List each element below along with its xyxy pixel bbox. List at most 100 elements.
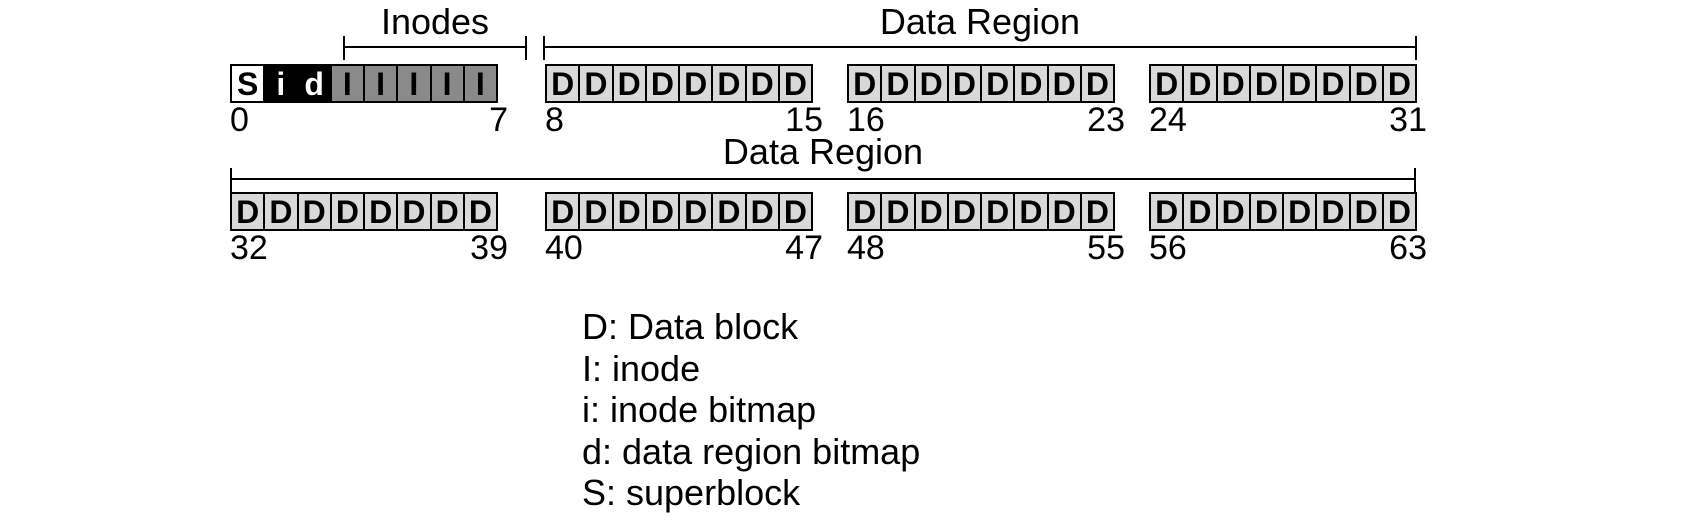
block-number-range: 56 63	[1149, 230, 1427, 266]
data-block-cell: D	[880, 192, 916, 231]
block-number-start: 24	[1149, 101, 1187, 139]
data-block-cell: D	[847, 64, 883, 103]
data-block-cell: D	[429, 192, 465, 231]
data-bitmap-cell: d	[296, 64, 332, 103]
inode-cell: I	[396, 64, 432, 103]
inodes-bracket	[343, 36, 527, 60]
data-block-cell: D	[1282, 64, 1318, 103]
data-block-cell: D	[1315, 192, 1351, 231]
data-block-cell: D	[744, 64, 780, 103]
data-block-cell: D	[980, 192, 1016, 231]
block-number-end: 23	[1087, 101, 1125, 139]
legend-item: D: Data block	[582, 306, 799, 347]
data-block-cell: D	[678, 192, 714, 231]
legend-item: I: inode	[582, 347, 701, 389]
bracket-tick-right	[1414, 168, 1416, 192]
block-number-range: 24 31	[1149, 102, 1427, 138]
block-number-range: 48 55	[847, 230, 1125, 266]
block-number-start: 0	[230, 101, 249, 139]
data-block-cell: D	[462, 192, 498, 231]
data-block-cell: D	[1215, 64, 1251, 103]
data-region-label-row1: Data Region	[879, 1, 1081, 42]
block-number-start: 48	[847, 229, 885, 267]
data-region-bracket-row2	[230, 168, 1416, 192]
block-number-end: 55	[1087, 229, 1125, 267]
block-number-end: 31	[1389, 101, 1427, 139]
data-block-cell: D	[678, 64, 714, 103]
data-block-cell: D	[1215, 192, 1251, 231]
data-region-bracket-row1	[543, 36, 1417, 60]
data-block-cell: D	[1248, 192, 1284, 231]
superblock-cell: S	[230, 64, 266, 103]
block-number-start: 16	[847, 101, 885, 139]
data-block-cell: D	[1182, 192, 1218, 231]
data-block-cell: D	[1381, 64, 1417, 103]
bracket-line	[230, 178, 1416, 180]
data-block-cell: D	[777, 192, 813, 231]
bracket-tick-left	[230, 168, 232, 192]
data-block-cell: D	[230, 192, 266, 231]
data-block-cell: D	[1013, 192, 1049, 231]
data-block-cell: D	[1079, 64, 1115, 103]
data-block-cell: D	[744, 192, 780, 231]
inode-cell: I	[462, 64, 498, 103]
data-block-cell: D	[263, 192, 299, 231]
data-block-cell: D	[1046, 64, 1082, 103]
block-number-range: 8 15	[545, 102, 823, 138]
data-block-cell: D	[913, 64, 949, 103]
data-block-cell: D	[777, 64, 813, 103]
block-number-end: 7	[489, 101, 508, 139]
block-number-end: 63	[1389, 229, 1427, 267]
data-block-cell: D	[545, 64, 581, 103]
bracket-tick-left	[343, 36, 345, 60]
inode-bitmap-cell: i	[263, 64, 299, 103]
data-block-cell: D	[880, 64, 916, 103]
block-number-start: 56	[1149, 229, 1187, 267]
block-number-start: 32	[230, 229, 268, 267]
legend-item: S: superblock	[582, 472, 801, 513]
data-block-cell: D	[913, 192, 949, 231]
data-block-cell: D	[1381, 192, 1417, 231]
data-block-cell: D	[1149, 64, 1185, 103]
data-block-cell: D	[329, 192, 365, 231]
data-block-cell: D	[611, 64, 647, 103]
legend-item: d: data region bitmap	[582, 430, 921, 472]
bracket-line	[343, 46, 527, 48]
data-block-cell: D	[1348, 192, 1384, 231]
block-number-end: 39	[470, 229, 508, 267]
data-block-cell: D	[644, 64, 680, 103]
data-block-cell: D	[1046, 192, 1082, 231]
data-block-cell: D	[644, 192, 680, 231]
data-block-cell: D	[578, 192, 614, 231]
inodes-label: Inodes	[380, 1, 490, 42]
inode-cell: I	[429, 64, 465, 103]
data-block-cell: D	[1182, 64, 1218, 103]
block-number-start: 8	[545, 101, 564, 139]
data-block-cell: D	[296, 192, 332, 231]
block-number-end: 15	[785, 101, 823, 139]
data-block-cell: D	[1315, 64, 1351, 103]
legend-item: i: inode bitmap	[582, 389, 817, 430]
data-block-cell: D	[847, 192, 883, 231]
data-block-cell: D	[711, 64, 747, 103]
data-block-cell: D	[611, 192, 647, 231]
block-number-range: 32 39	[230, 230, 508, 266]
data-block-cell: D	[980, 64, 1016, 103]
data-block-cell: D	[711, 192, 747, 231]
data-block-cell: D	[396, 192, 432, 231]
data-block-cell: D	[1348, 64, 1384, 103]
data-block-cell: D	[578, 64, 614, 103]
data-block-cell: D	[363, 192, 399, 231]
inode-cell: I	[363, 64, 399, 103]
bracket-tick-right	[1415, 36, 1417, 60]
data-block-cell: D	[1013, 64, 1049, 103]
